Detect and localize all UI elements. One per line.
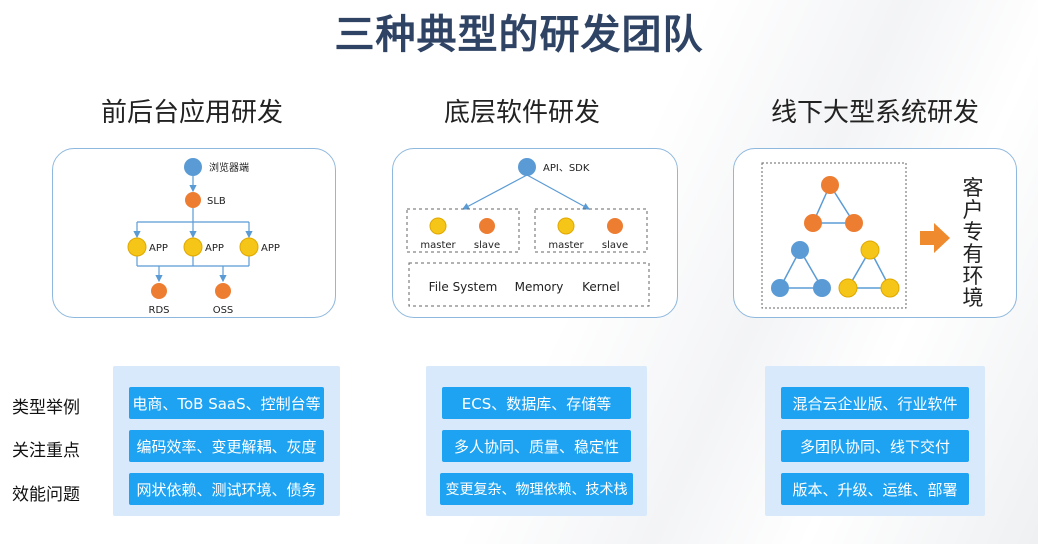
app-label: APP [149,243,168,254]
column-title-offline: 线下大型系统研发 [770,98,979,128]
app-label: APP [261,243,280,254]
row-label-examples: 类型举例 [12,398,80,418]
system-layer-box [408,262,650,307]
rds-label: RDS [149,305,170,316]
node [804,214,822,232]
slave-node [607,218,623,234]
pill-issues: 网状依赖、测试环境、债务 [129,473,324,505]
master-label: master [420,240,456,251]
pill-examples: ECS、数据库、存储等 [442,387,631,419]
rds-node [151,283,167,299]
node [813,279,831,297]
panel-lowlevel: ECS、数据库、存储等 多人协同、质量、稳定性 变更复杂、物理依赖、技术栈 [426,366,647,516]
pill-issues: 版本、升级、运维、部署 [781,473,969,505]
arrow-right-icon [920,223,950,253]
row-label-focus: 关注重点 [12,441,80,461]
architecture-diagram-frontend: 浏览器端 SLB APP APP APP RDS OSS [127,158,280,316]
slb-label: SLB [207,196,226,207]
app-node [183,237,203,257]
layer-kernel: Kernel [582,280,620,294]
api-node [518,158,536,176]
pill-examples: 混合云企业版、行业软件 [781,387,969,419]
node [771,279,789,297]
row-label-issues: 效能问题 [12,485,80,505]
browser-label: 浏览器端 [209,161,249,174]
oss-node [215,283,231,299]
panel-frontend: 电商、ToB SaaS、控制台等 编码效率、变更解耦、灰度 网状依赖、测试环境、… [113,366,340,516]
layer-file-system: File System [429,280,498,294]
layer-memory: Memory [515,280,564,294]
environment-box [761,162,907,309]
cluster-box [406,208,520,253]
pill-focus: 编码效率、变更解耦、灰度 [129,430,324,462]
diagram-card-frontend: 浏览器端 SLB APP APP APP RDS OSS [52,148,336,318]
node [860,240,880,260]
node [845,214,863,232]
panel-offline: 混合云企业版、行业软件 多团队协同、线下交付 版本、升级、运维、部署 [765,366,985,516]
diagram-card-offline: 客 户 专 有 环 境 [733,148,1017,318]
master-node [429,217,447,235]
slave-node [479,218,495,234]
node [821,176,839,194]
cluster-box [534,208,648,253]
column-title-lowlevel: 底层软件研发 [443,98,600,128]
column-title-frontend: 前后台应用研发 [100,98,283,128]
oss-label: OSS [213,305,234,316]
pill-focus: 多团队协同、线下交付 [781,430,969,462]
customer-environment-label: 客 户 专 有 环 境 [962,176,984,310]
pill-examples: 电商、ToB SaaS、控制台等 [129,387,324,419]
page-title: 三种典型的研发团队 [334,12,704,58]
app-node [239,237,259,257]
slave-label: slave [474,240,500,251]
master-node [557,217,575,235]
node [791,241,809,259]
topology-diagram-offline [761,162,950,309]
slb-node [185,192,201,208]
node [838,278,858,298]
pill-focus: 多人协同、质量、稳定性 [442,430,631,462]
app-node [127,237,147,257]
browser-node [184,158,202,176]
app-label: APP [205,243,224,254]
diagram-card-lowlevel: API、SDK master slave master slave File S… [392,148,678,318]
master-label: master [548,240,584,251]
api-label: API、SDK [543,163,590,174]
architecture-diagram-lowlevel: API、SDK master slave master slave File S… [406,158,650,307]
node [880,278,900,298]
slave-label: slave [602,240,628,251]
pill-issues: 变更复杂、物理依赖、技术栈 [440,473,633,505]
